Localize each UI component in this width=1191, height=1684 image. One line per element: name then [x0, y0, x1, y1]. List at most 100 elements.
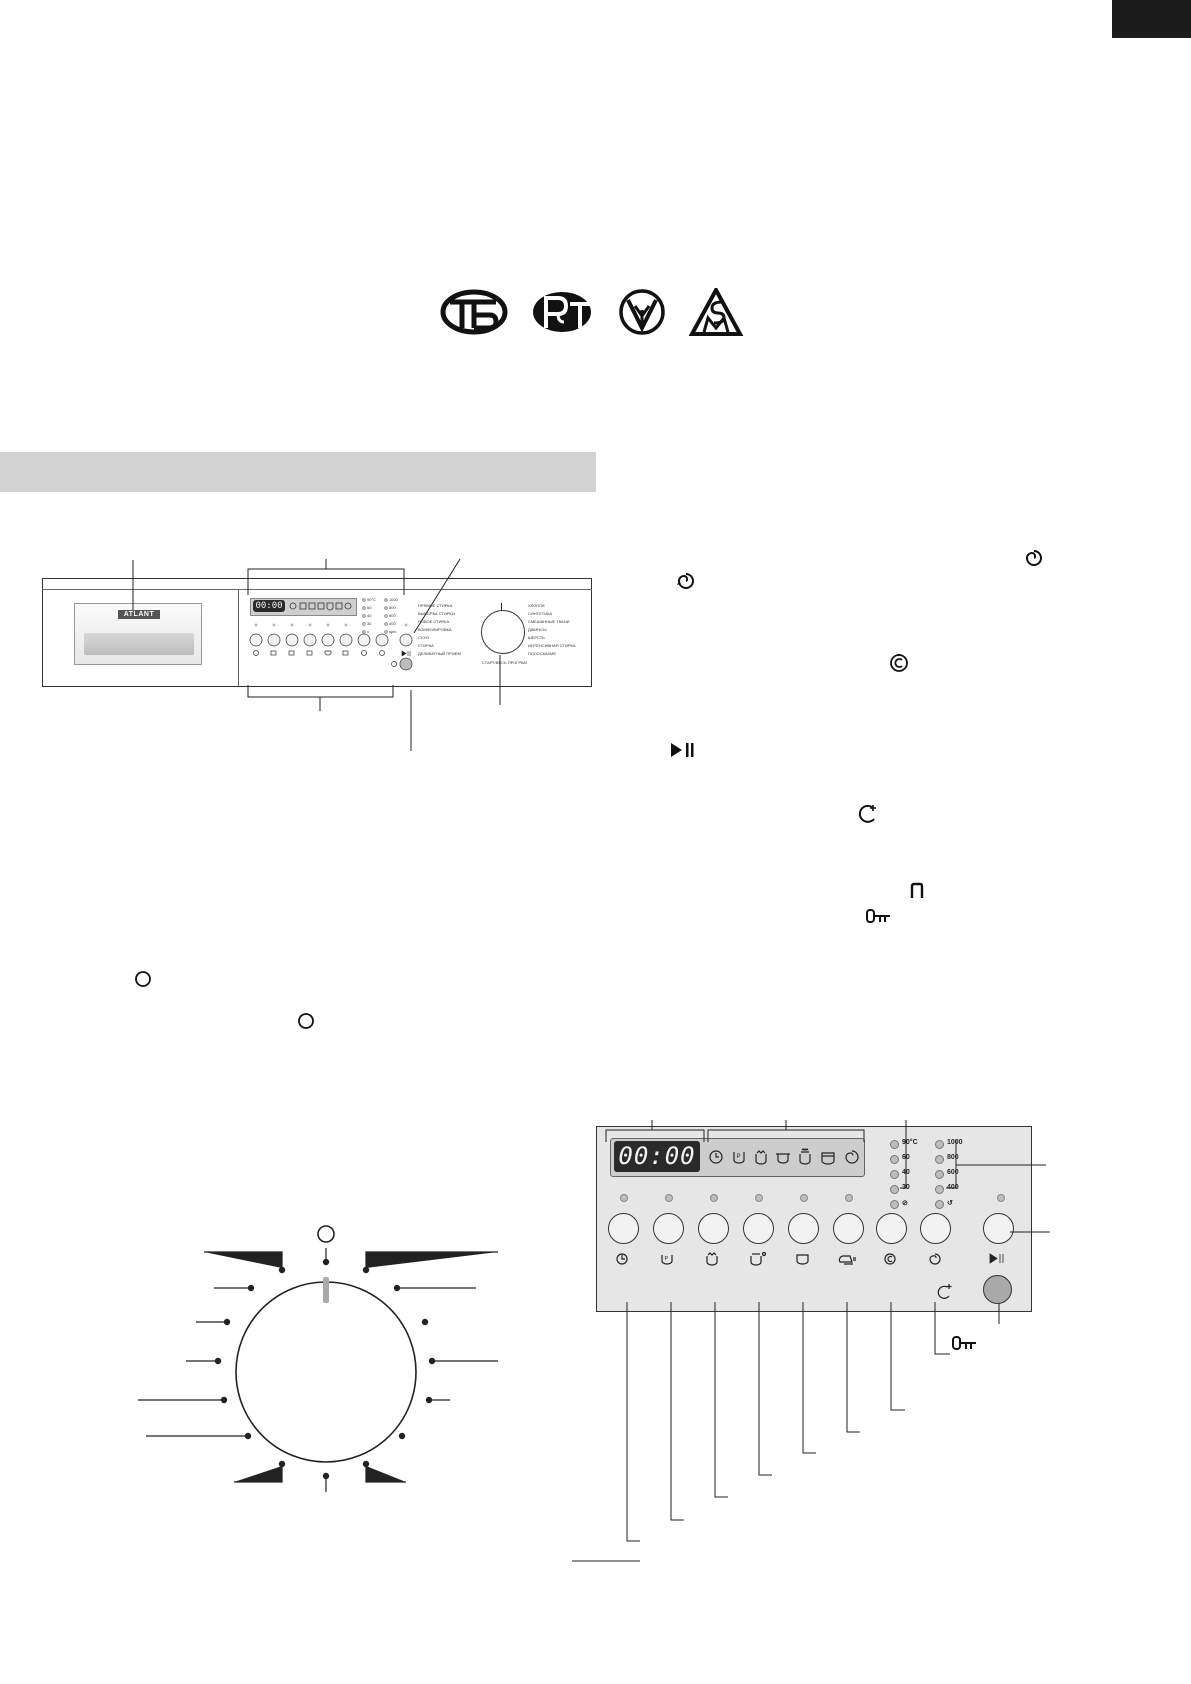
program-labels-right: ХЛОПОК СИНТЕТИКА СМЕШАННЫЕ ТКАНИ ДЖИНСЫ …	[528, 603, 586, 663]
temp-label: 40	[367, 613, 372, 618]
program-dial-diagram	[138, 1225, 498, 1492]
program-label: ПРЯМОЕ СТИРКА	[418, 603, 453, 608]
program-dial-small-pointer	[501, 603, 502, 611]
program-label: СУХО	[418, 635, 429, 640]
spin-speed-button[interactable]	[920, 1213, 951, 1244]
temp-led	[890, 1170, 899, 1179]
button-led	[710, 1194, 718, 1202]
spin-icon	[677, 573, 694, 589]
small-button-row[interactable]	[248, 622, 418, 684]
rinse-tub-icon	[821, 1152, 835, 1165]
button-led	[620, 1194, 628, 1202]
intensive-wash-icon	[706, 1252, 718, 1266]
spin-led	[935, 1185, 944, 1194]
svg-text:P: P	[665, 1256, 669, 1262]
child-lock-icon	[952, 1336, 976, 1350]
display-time: 00:00	[253, 600, 285, 612]
delay-lock-button[interactable]	[983, 1275, 1012, 1304]
spin-indicator-column: 1000 800 600 400 spin	[384, 597, 406, 657]
delay-timer-icon	[709, 1150, 723, 1164]
spin-icon	[845, 1150, 859, 1164]
rinse-icon	[890, 653, 908, 672]
soak-icon	[799, 1148, 811, 1165]
overview-callouts	[132, 558, 501, 751]
panel-divider	[238, 589, 239, 686]
program-label: НОВОЕ СТИРКА	[418, 619, 450, 624]
soak-icon	[750, 1251, 767, 1266]
spin-label: 800	[389, 605, 396, 610]
spin-label: 400	[389, 621, 396, 626]
program-label: ПОЛОСКАНИЕ	[528, 651, 556, 656]
off-position-icon	[135, 971, 151, 987]
display-phase-icons: P	[709, 1148, 859, 1165]
spin-label: spin	[389, 629, 397, 634]
button-led	[755, 1194, 763, 1202]
prewash-button[interactable]	[653, 1213, 684, 1244]
spin-label: ↺	[947, 1200, 953, 1207]
soak-button[interactable]	[743, 1213, 774, 1244]
svg-text:P: P	[737, 1154, 741, 1160]
drawer-handle[interactable]	[84, 633, 194, 655]
program-label: СТИРКА	[418, 643, 434, 648]
delay-timer-icon	[616, 1253, 628, 1265]
start-pause-icon	[671, 743, 694, 757]
program-label: ШЕРСТЬ	[528, 635, 545, 640]
program-dial[interactable]	[235, 1277, 417, 1463]
spin-label: 600	[389, 613, 396, 618]
spin-led	[935, 1170, 944, 1179]
spin-icon	[929, 1253, 941, 1265]
button-led	[845, 1194, 853, 1202]
prewash-icon: P	[661, 1255, 673, 1265]
button-symbols: P	[616, 1251, 1004, 1299]
off-position-icon	[298, 1013, 314, 1029]
temp-led	[890, 1185, 899, 1194]
cert-mark-ukr	[619, 289, 665, 335]
start-pause-button[interactable]	[983, 1213, 1014, 1244]
wash-icon	[776, 1153, 790, 1164]
temp-led	[890, 1140, 899, 1149]
program-label: СИНТЕТИКА	[528, 611, 553, 616]
temp-label: 90°C	[367, 597, 376, 602]
delay-start-button[interactable]	[608, 1213, 639, 1244]
program-label: ВЫБОРКА СТИРКИ	[418, 611, 455, 616]
program-label: ДЖИНСЫ	[528, 627, 547, 632]
program-label: ДЕЛИКАТНЫЙ ПРИЕМ	[418, 651, 461, 656]
program-label-bottom: СТАРТ/ВЕСЬ ПРОГРАМ	[482, 660, 527, 665]
child-lock-icon	[866, 909, 890, 923]
spin-label: 600	[947, 1169, 959, 1176]
temp-label: 90°C	[902, 1139, 918, 1146]
temp-led	[890, 1155, 899, 1164]
temp-indicator-column: 90°C 60 40 30 x	[362, 597, 384, 657]
cert-mark-st	[440, 289, 508, 335]
program-label: ХЛОПОК	[528, 603, 545, 608]
section-header-band	[0, 452, 596, 492]
program-dial-small[interactable]	[481, 610, 525, 654]
easy-iron-icon	[838, 1255, 856, 1265]
spin-icon	[1025, 550, 1042, 566]
extra-rinse-icon	[796, 1254, 809, 1265]
delay-start-icon	[937, 1284, 952, 1299]
display-time: 00:00	[614, 1141, 700, 1172]
spin-label: 1000	[389, 597, 398, 602]
temperature-button[interactable]	[876, 1213, 907, 1244]
temp-label: x	[367, 629, 369, 634]
extra-rinse-button[interactable]	[788, 1213, 819, 1244]
certification-marks	[440, 288, 744, 336]
button-led	[665, 1194, 673, 1202]
dial-position-leaders	[138, 1248, 498, 1492]
cert-mark-rst	[533, 292, 591, 332]
temp-label: 30	[367, 621, 372, 626]
prewash-icon: P	[733, 1152, 745, 1164]
rinse-icon	[884, 1253, 896, 1265]
program-label: КОМФОЛИРОВКА	[418, 627, 452, 632]
intensive-wash-icon	[755, 1150, 767, 1165]
temp-led	[890, 1200, 899, 1209]
detail-callouts	[572, 1120, 1050, 1562]
temp-label: 60	[367, 605, 372, 610]
button-led	[800, 1194, 808, 1202]
spin-label: 1000	[947, 1139, 963, 1146]
program-label: ИНТЕНСИВНАЯ СТИРКА	[528, 643, 576, 648]
cert-mark-sm	[688, 288, 744, 336]
intensive-wash-button[interactable]	[698, 1213, 729, 1244]
easy-iron-button[interactable]	[833, 1213, 864, 1244]
